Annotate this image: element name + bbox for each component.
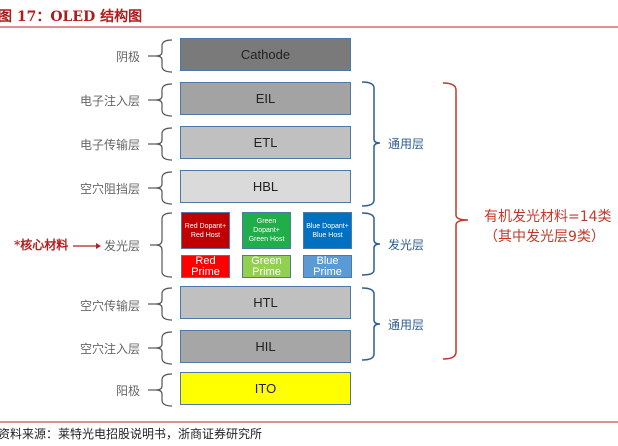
bracket-htl (155, 287, 173, 321)
green-prime-box: Green Prime (242, 255, 291, 278)
summary-line2: （其中发光层9类） (484, 229, 605, 245)
bracket-eml (155, 212, 173, 278)
green-host-box: Green Dopant+ Green Host (242, 212, 291, 249)
core-material-label: *核心材料 (14, 238, 69, 252)
group-common-bottom: 通用层 (388, 318, 425, 332)
figure-title: 图 17：OLED 结构图 (0, 9, 143, 25)
group-common-top: 通用层 (388, 137, 425, 151)
layer-etl: ETL (180, 126, 351, 159)
label-htl: 空穴传输层 (79, 299, 140, 313)
core-arrow (73, 243, 101, 249)
blue-prime-box: Blue Prime (303, 255, 352, 278)
layer-htl: HTL (180, 286, 351, 319)
right-blue-brackets (361, 81, 381, 361)
label-etl: 电子传输层 (79, 138, 140, 152)
blue-host-box: Blue Dopant+ Blue Host (303, 212, 352, 249)
label-hbl: 空穴阻挡层 (79, 182, 140, 196)
summary-line1: 有机发光材料=14类 (484, 209, 612, 225)
bracket-organic-materials (442, 82, 469, 360)
bracket-common-top (361, 81, 381, 207)
bracket-eil (155, 83, 173, 117)
red-host-box: Red Dopant+ Red Host (181, 212, 230, 249)
red-prime-box: Red Prime (181, 255, 230, 278)
bracket-etl (155, 127, 173, 161)
layer-hbl: HBL (180, 170, 351, 203)
group-emitting: 发光层 (388, 238, 425, 252)
layer-eil: EIL (180, 82, 351, 115)
left-brackets (148, 39, 173, 407)
bracket-hil (155, 331, 173, 365)
layer-ito: ITO (180, 372, 351, 405)
label-ito: 阳极 (115, 384, 140, 398)
bracket-hbl (155, 171, 173, 205)
source-note: 资料来源：莱特光电招股说明书，浙商证券研究所 (0, 427, 263, 441)
bracket-cathode (155, 39, 173, 73)
layer-hil: HIL (180, 330, 351, 363)
bracket-ito (155, 373, 173, 407)
label-cathode: 阴极 (115, 50, 140, 64)
bracket-emitting (361, 212, 381, 276)
source-rule (0, 421, 618, 423)
layer-cathode: Cathode (180, 38, 351, 71)
label-eil: 电子注入层 (79, 94, 140, 108)
label-eml: 发光层 (103, 239, 140, 253)
bracket-common-bottom (361, 287, 381, 361)
label-hil: 空穴注入层 (79, 342, 140, 356)
title-rule (0, 26, 618, 28)
